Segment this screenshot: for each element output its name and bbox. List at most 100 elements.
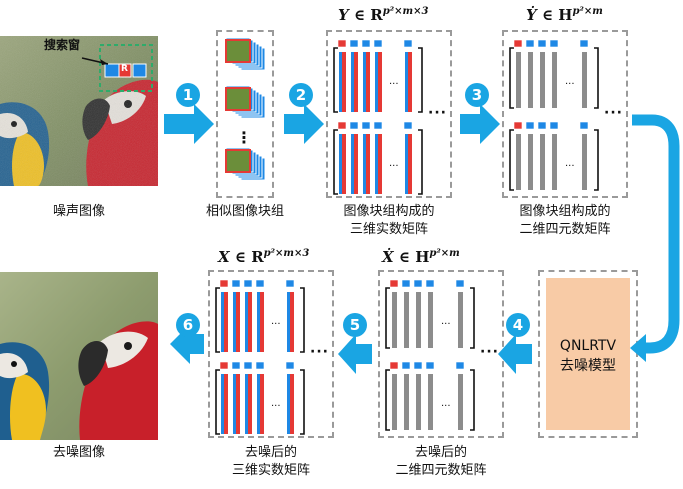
quat-matrix-caption: 图像块组构成的二维四元数矩阵 (519, 204, 611, 237)
column-blue (221, 374, 225, 434)
bracket-left (385, 369, 390, 431)
column-red (366, 134, 370, 194)
row-dots: ... (565, 158, 575, 169)
denoised-quat-columns: ...... (385, 279, 475, 431)
column-blue (221, 292, 225, 352)
patch-icon (285, 279, 295, 288)
reference-block-0 (225, 39, 251, 63)
patch-icon (349, 39, 359, 48)
patch-icon (537, 39, 547, 48)
patch-icon (537, 121, 547, 130)
step-badge-3: 3 (465, 83, 489, 107)
step-badge-6: 6 (176, 313, 200, 337)
arrow-step-4 (498, 334, 532, 374)
search-window-label: 搜索窗 (44, 38, 81, 52)
step-badge-1: 1 (176, 83, 200, 107)
column-blue (339, 134, 343, 194)
patch-icon (579, 39, 589, 48)
arrow-step-5 (338, 334, 372, 374)
row-dots: ... (271, 316, 281, 327)
column-blue (233, 374, 237, 434)
column-red (236, 292, 240, 352)
bracket-right (594, 47, 599, 109)
noisy-image-caption: 噪声图像 (52, 204, 105, 219)
patch-icon (401, 361, 411, 370)
column-red (378, 52, 382, 112)
noisy-image: 搜索窗 R (0, 36, 158, 186)
patch-icon (403, 121, 413, 130)
column-red (248, 374, 252, 434)
bracket-right (594, 129, 599, 191)
denoised-real-caption: 去噪后的三维实数矩阵 (231, 445, 310, 478)
column-gray (516, 52, 521, 108)
denoised-image (0, 272, 158, 440)
denoised-quat-ellipsis: ··· (480, 344, 499, 360)
denoised-quat-caption: 去噪后的二维四元数矩阵 (395, 445, 487, 478)
bracket-left (215, 287, 220, 353)
column-red (224, 374, 228, 434)
column-gray (552, 52, 557, 108)
row-dots: ... (389, 158, 399, 169)
patch-icon (525, 39, 535, 48)
column-gray (428, 292, 433, 348)
column-gray (582, 134, 587, 190)
patch-icon (455, 279, 465, 288)
column-red (408, 134, 412, 194)
patch-icon (255, 279, 265, 288)
column-red (342, 134, 346, 194)
patch-icon (231, 279, 241, 288)
similar-groups-stacks (225, 37, 266, 181)
column-red (366, 52, 370, 112)
patch-icon (337, 121, 347, 130)
column-gray (428, 374, 433, 430)
column-red (290, 374, 294, 434)
quat-matrix-box (502, 30, 628, 198)
column-blue (287, 292, 291, 352)
arrow-step-3 (460, 104, 500, 144)
bracket-right (470, 369, 475, 431)
patch-icon (579, 121, 589, 130)
column-red (354, 52, 358, 112)
patch-icon (513, 39, 523, 48)
formula-x-quat: Ẋ ∈ Hp²×m (382, 248, 460, 266)
column-gray (458, 292, 463, 348)
bracket-right (418, 129, 423, 195)
column-blue (339, 52, 343, 112)
bracket-right (418, 47, 423, 113)
patch-icon (549, 121, 559, 130)
column-gray (416, 374, 421, 430)
patch-icon (219, 361, 229, 370)
patch-icon (243, 361, 253, 370)
column-red (260, 374, 264, 434)
patch-icon (413, 361, 423, 370)
column-gray (416, 292, 421, 348)
patch-icon (525, 121, 535, 130)
patch-icon (255, 361, 265, 370)
step-badge-2: 2 (289, 83, 313, 107)
column-blue (375, 134, 379, 194)
reference-block-2 (225, 149, 251, 173)
column-blue (375, 52, 379, 112)
column-gray (552, 134, 557, 190)
patch-icon (413, 279, 423, 288)
column-red (408, 52, 412, 112)
bracket-right (300, 369, 305, 435)
column-gray (516, 134, 521, 190)
quat-matrix-ellipsis: ··· (604, 105, 623, 121)
column-blue (405, 134, 409, 194)
patch-icon (361, 121, 371, 130)
step-badge-4: 4 (506, 313, 530, 337)
bracket-left (509, 47, 514, 109)
patch-icon (373, 121, 383, 130)
arrow-step-2 (284, 104, 324, 144)
patch-icon (401, 279, 411, 288)
column-gray (540, 52, 545, 108)
row-dots: ... (565, 76, 575, 87)
column-gray (458, 374, 463, 430)
bracket-left (333, 129, 338, 195)
column-blue (257, 292, 261, 352)
bracket-left (215, 369, 220, 435)
column-blue (351, 134, 355, 194)
patch-icon (219, 279, 229, 288)
